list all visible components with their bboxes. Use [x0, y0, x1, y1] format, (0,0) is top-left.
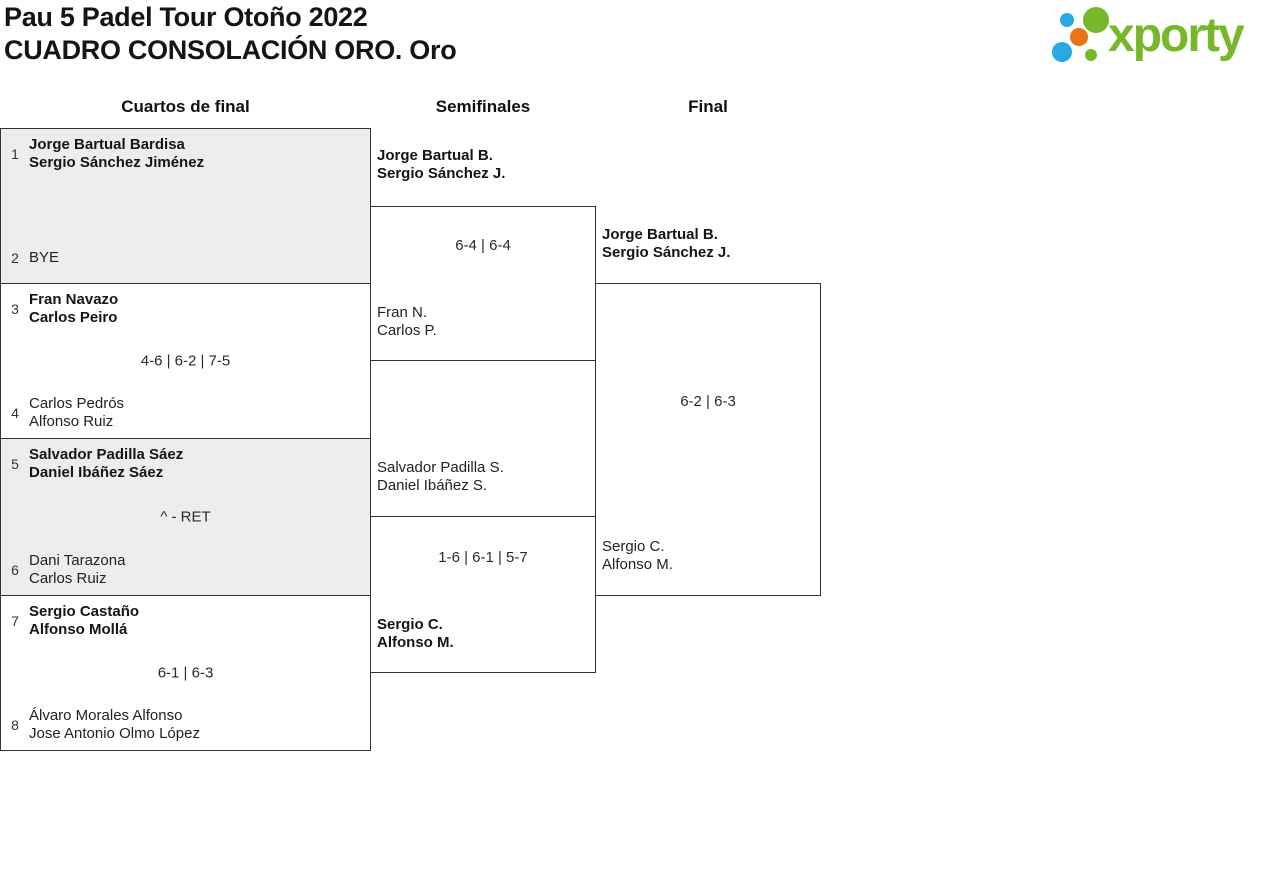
round-header-semifinals: Semifinales	[435, 97, 531, 116]
player-name: Álvaro Morales Alfonso	[29, 707, 183, 724]
qf4-score: 6-1 | 6-3	[157, 664, 214, 682]
qf1-team-top: 1 Jorge Bartual Bardisa Sergio Sánchez J…	[8, 136, 204, 172]
player-name: Alfonso Ruiz	[29, 413, 114, 430]
qf2-team-bottom: 4 Carlos Pedrós Alfonso Ruiz	[8, 395, 124, 431]
player-name: Alfonso Mollá	[29, 621, 128, 638]
sf2-team-bottom: Sergio C. Alfonso M.	[377, 616, 454, 652]
bracket-subtitle: CUADRO CONSOLACIÓN ORO. Oro	[4, 35, 457, 65]
player-name: Carlos Pedrós	[29, 395, 125, 412]
logo-dot-orange-icon	[1070, 28, 1088, 46]
player-name: Alfonso M.	[602, 556, 673, 573]
player-name: Carlos Ruiz	[29, 570, 107, 587]
player-name: Sergio C.	[377, 616, 443, 633]
sf1-team-top: Jorge Bartual B. Sergio Sánchez J.	[377, 147, 505, 183]
qf3-team-top: 5 Salvador Padilla Sáez Daniel Ibáñez Sá…	[8, 446, 183, 482]
player-name: Sergio Castaño	[29, 603, 140, 620]
player-name: BYE	[29, 249, 60, 266]
xporty-logo[interactable]: xporty	[1048, 2, 1280, 74]
qf-match-3-box: 5 Salvador Padilla Sáez Daniel Ibáñez Sá…	[0, 438, 371, 596]
player-name: Sergio Sánchez J.	[377, 165, 506, 182]
seed-number: 3	[11, 301, 19, 317]
final-team-top: Jorge Bartual B. Sergio Sánchez J.	[602, 226, 730, 262]
player-name: Dani Tarazona	[29, 552, 126, 569]
player-name: Alfonso M.	[377, 634, 454, 651]
seed-number: 6	[11, 562, 19, 578]
page-title: Pau 5 Padel Tour Otoño 2022 CUADRO CONSO…	[4, 1, 457, 67]
player-name: Fran N.	[377, 304, 428, 321]
player-name: Daniel Ibáñez S.	[377, 477, 488, 494]
sf-match-2-box	[370, 516, 596, 673]
final-score: 6-2 | 6-3	[680, 393, 736, 410]
player-name: Sergio Sánchez J.	[602, 244, 731, 261]
qf1-team-bottom: 2 BYE	[8, 249, 59, 267]
logo-wordmark: xporty	[1108, 9, 1245, 62]
sf2-score: 1-6 | 6-1 | 5-7	[438, 549, 528, 566]
player-name: Carlos P.	[377, 322, 437, 339]
final-match-box	[595, 283, 821, 596]
seed-number: 7	[11, 613, 19, 629]
round-header-quarterfinals: Cuartos de final	[121, 97, 250, 116]
qf2-score: 4-6 | 6-2 | 7-5	[140, 352, 231, 370]
seed-number: 1	[11, 146, 19, 162]
round-header-final: Final	[688, 97, 728, 116]
sf-match-1-box	[370, 206, 596, 361]
qf-match-4-box: 7 Sergio Castaño Alfonso Mollá 6-1 | 6-3…	[0, 595, 371, 751]
final-team-bottom: Sergio C. Alfonso M.	[602, 538, 673, 574]
seed-number: 8	[11, 717, 19, 733]
player-name: Fran Navazo	[29, 291, 119, 308]
player-name: Sergio Sánchez Jiménez	[29, 154, 205, 171]
logo-dot-blue-large-icon	[1052, 42, 1072, 62]
qf4-team-top: 7 Sergio Castaño Alfonso Mollá	[8, 603, 139, 639]
logo-dot-blue-small-icon	[1060, 13, 1074, 27]
qf3-score: ^ - RET	[160, 508, 211, 526]
player-name: Jose Antonio Olmo López	[29, 725, 200, 742]
qf-match-1-box: 1 Jorge Bartual Bardisa Sergio Sánchez J…	[0, 128, 371, 284]
player-name: Jorge Bartual B.	[602, 226, 718, 243]
logo-dot-green-large-icon	[1083, 7, 1109, 33]
player-name: Carlos Peiro	[29, 309, 118, 326]
sf1-score: 6-4 | 6-4	[455, 237, 511, 254]
qf3-team-bottom: 6 Dani Tarazona Carlos Ruiz	[8, 552, 125, 588]
sf2-team-top: Salvador Padilla S. Daniel Ibáñez S.	[377, 459, 504, 495]
seed-number: 2	[11, 250, 19, 266]
player-name: Jorge Bartual Bardisa	[29, 136, 185, 153]
qf2-team-top: 3 Fran Navazo Carlos Peiro	[8, 291, 118, 327]
seed-number: 5	[11, 456, 19, 472]
player-name: Salvador Padilla S.	[377, 459, 504, 476]
seed-number: 4	[11, 405, 19, 421]
player-name: Daniel Ibáñez Sáez	[29, 464, 164, 481]
tournament-title: Pau 5 Padel Tour Otoño 2022	[4, 2, 368, 32]
qf-match-2-box: 3 Fran Navazo Carlos Peiro 4-6 | 6-2 | 7…	[0, 283, 371, 439]
sf1-team-bottom: Fran N. Carlos P.	[377, 304, 437, 340]
qf4-team-bottom: 8 Álvaro Morales Alfonso Jose Antonio Ol…	[8, 707, 200, 743]
player-name: Jorge Bartual B.	[377, 147, 493, 164]
player-name: Sergio C.	[602, 538, 665, 555]
logo-dot-green-small-icon	[1085, 49, 1097, 61]
player-name: Salvador Padilla Sáez	[29, 446, 184, 463]
